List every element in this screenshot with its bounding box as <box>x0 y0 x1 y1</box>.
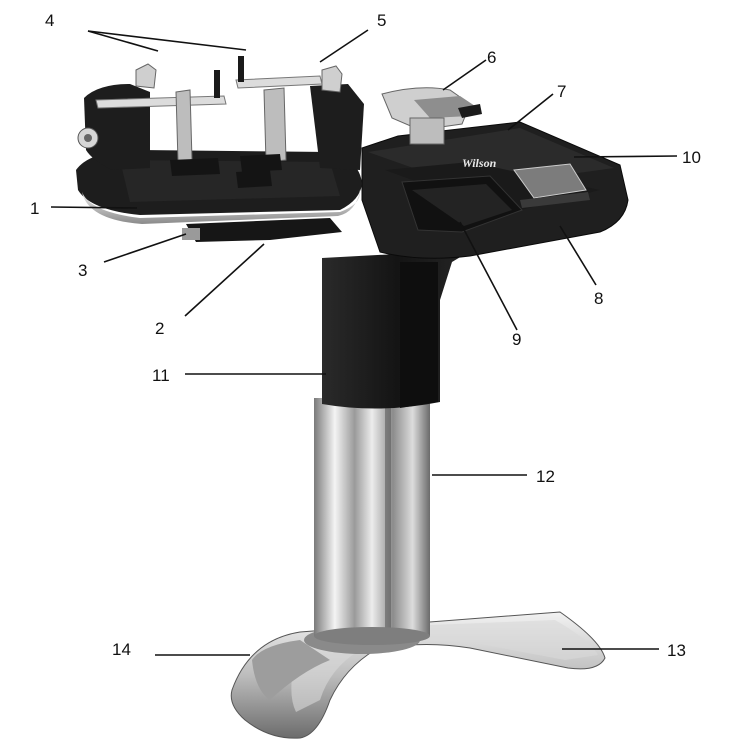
callout-4: 4 <box>45 11 54 30</box>
leader-7 <box>507 93 554 131</box>
chrome-column <box>314 398 430 645</box>
callout-8: 8 <box>594 289 603 308</box>
column-collar <box>322 250 472 409</box>
callout-14: 14 <box>112 640 131 659</box>
callout-1: 1 <box>30 199 39 218</box>
callout-12: 12 <box>536 467 555 486</box>
callout-11: 11 <box>152 366 170 385</box>
brand-logo: Wilson <box>462 156 497 170</box>
tension-head <box>381 87 482 145</box>
control-housing: Wilson <box>361 121 629 259</box>
leader-lines <box>50 29 678 656</box>
callout-6: 6 <box>487 48 496 67</box>
callout-labels: 1 2 3 4 5 6 7 8 9 10 11 12 13 14 <box>30 11 701 660</box>
callout-13: 13 <box>667 641 686 660</box>
leader-3 <box>103 233 187 263</box>
callout-5: 5 <box>377 11 386 30</box>
leader-4b <box>87 30 247 51</box>
callout-3: 3 <box>78 261 87 280</box>
callout-10: 10 <box>682 148 701 167</box>
leader-1 <box>50 206 138 209</box>
callout-9: 9 <box>512 330 521 349</box>
leader-9 <box>459 221 518 331</box>
leader-10 <box>573 155 678 158</box>
leader-5 <box>319 29 369 63</box>
leader-8 <box>559 225 597 286</box>
leader-4a <box>87 30 159 52</box>
callout-7: 7 <box>557 82 566 101</box>
callout-2: 2 <box>155 319 164 338</box>
leader-6 <box>442 59 487 91</box>
leader-2 <box>184 243 265 317</box>
mounting-arms <box>77 56 364 188</box>
